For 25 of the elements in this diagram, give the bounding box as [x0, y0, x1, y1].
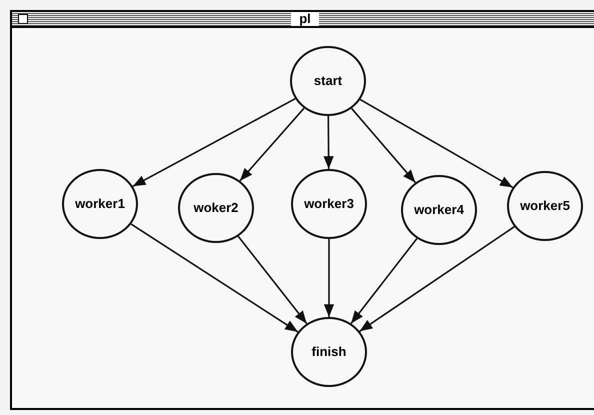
node-ellipse [62, 169, 138, 239]
window-title: pl [291, 12, 319, 26]
node-label: worker5 [520, 197, 570, 216]
arrow [238, 236, 308, 324]
arrow [351, 108, 416, 184]
node-ellipse [401, 175, 477, 245]
node-ellipse [178, 173, 254, 243]
arrow [359, 226, 515, 332]
arrow [350, 238, 418, 324]
arrow [360, 98, 514, 188]
node-label: worker4 [414, 201, 464, 220]
arrow [324, 116, 334, 169]
arrow [130, 223, 298, 333]
node-ellipse [291, 317, 367, 387]
node-label: worker1 [75, 195, 125, 214]
node-label: start [314, 72, 342, 90]
node-ellipse [290, 46, 366, 116]
node-ellipse [291, 169, 367, 239]
node-label: worker3 [304, 195, 354, 214]
node-ellipse [507, 171, 583, 241]
node-label: woker2 [194, 199, 238, 218]
node-label: finish [312, 343, 346, 362]
arrow [132, 98, 296, 188]
arrow [239, 108, 305, 182]
arrow [324, 239, 334, 317]
